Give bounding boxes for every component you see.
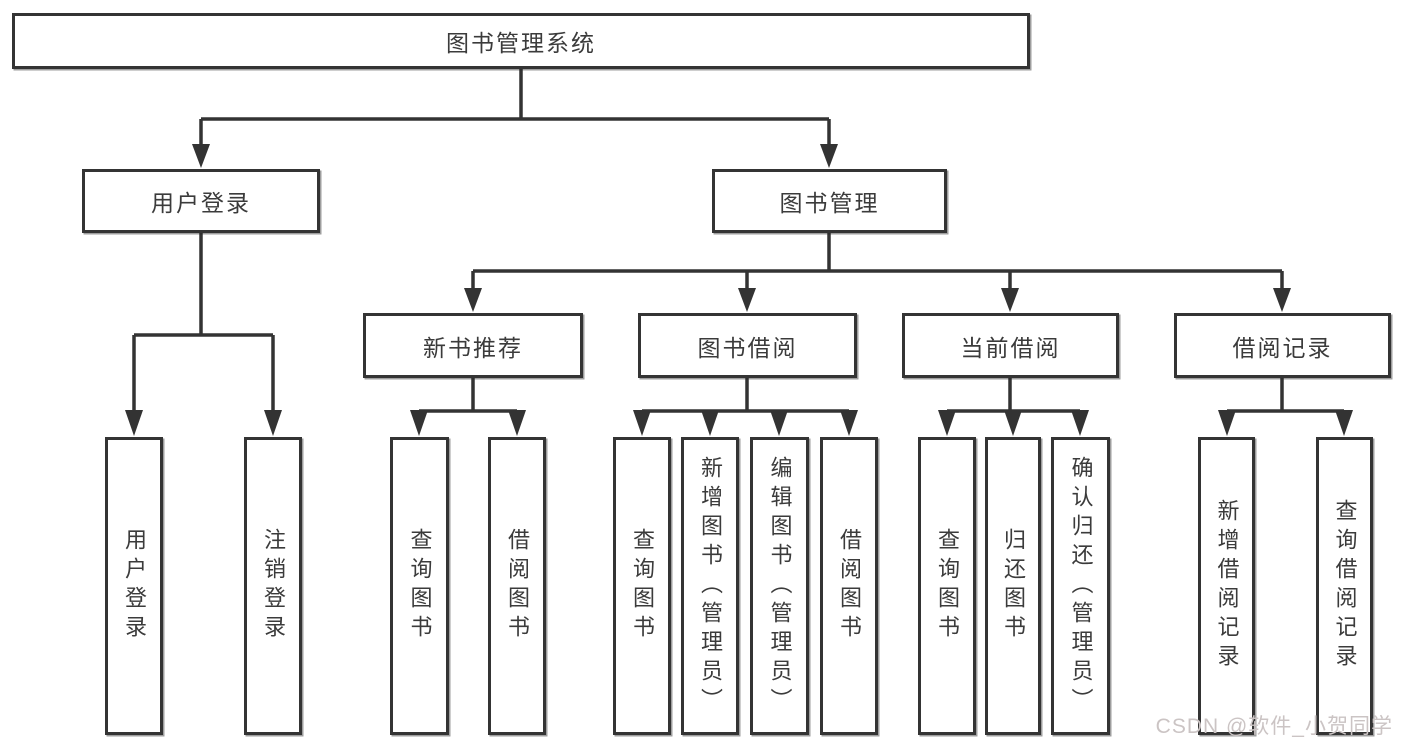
node-borrow-records-label: 借阅记录 xyxy=(1232,334,1333,361)
node-current-borrow-label: 当前借阅 xyxy=(960,334,1061,361)
leaf-borrow-borrow-book-label: 借阅图书 xyxy=(837,528,862,644)
leaf-borrow-query-book-label: 查询图书 xyxy=(630,528,655,644)
node-root-label: 图书管理系统 xyxy=(446,30,596,56)
leaf-borrow-edit-book-admin: 编辑图书（管理员） xyxy=(750,437,809,735)
leaf-records-query-label: 查询借阅记录 xyxy=(1332,499,1358,673)
leaf-current-confirm-return-admin: 确认归还（管理员） xyxy=(1051,437,1110,735)
leaf-borrow-query-book: 查询图书 xyxy=(613,437,671,735)
node-root: 图书管理系统 xyxy=(12,13,1030,69)
node-new-book-recommend-label: 新书推荐 xyxy=(423,334,523,361)
node-book-borrow: 图书借阅 xyxy=(638,313,857,378)
node-book-borrow-label: 图书借阅 xyxy=(697,334,798,361)
leaf-logout-label: 注销登录 xyxy=(261,528,286,644)
node-new-book-recommend: 新书推荐 xyxy=(363,313,583,378)
leaf-recommend-borrow-book: 借阅图书 xyxy=(488,437,546,735)
leaf-records-query: 查询借阅记录 xyxy=(1316,437,1373,735)
arrowheads xyxy=(125,144,1353,436)
leaf-borrow-add-book-admin-label: 新增图书（管理员） xyxy=(698,455,723,717)
leaf-borrow-edit-book-admin-label: 编辑图书（管理员） xyxy=(767,455,793,717)
leaf-current-confirm-return-admin-label: 确认归还（管理员） xyxy=(1068,455,1094,717)
leaf-current-return-book: 归还图书 xyxy=(985,437,1041,735)
leaf-current-query-book: 查询图书 xyxy=(918,437,976,735)
leaf-borrow-add-book-admin: 新增图书（管理员） xyxy=(681,437,739,735)
leaf-recommend-query-book: 查询图书 xyxy=(390,437,449,735)
node-book-management-label: 图书管理 xyxy=(779,190,880,216)
node-book-management: 图书管理 xyxy=(712,169,947,233)
leaf-user-login-label: 用户登录 xyxy=(122,528,147,644)
node-user-login: 用户登录 xyxy=(82,169,320,233)
csdn-watermark: CSDN @软件_小贺同学 xyxy=(1155,715,1393,738)
leaf-user-login: 用户登录 xyxy=(105,437,163,735)
leaf-records-add: 新增借阅记录 xyxy=(1198,437,1255,735)
leaf-recommend-query-book-label: 查询图书 xyxy=(407,528,433,644)
leaf-current-return-book-label: 归还图书 xyxy=(1001,528,1026,644)
leaf-logout: 注销登录 xyxy=(244,437,302,735)
leaf-records-add-label: 新增借阅记录 xyxy=(1214,499,1240,673)
leaf-borrow-borrow-book: 借阅图书 xyxy=(820,437,878,735)
node-current-borrow: 当前借阅 xyxy=(902,313,1119,378)
leaf-current-query-book-label: 查询图书 xyxy=(935,528,960,644)
node-borrow-records: 借阅记录 xyxy=(1174,313,1391,378)
leaf-recommend-borrow-book-label: 借阅图书 xyxy=(505,528,530,644)
node-user-login-label: 用户登录 xyxy=(151,190,251,216)
